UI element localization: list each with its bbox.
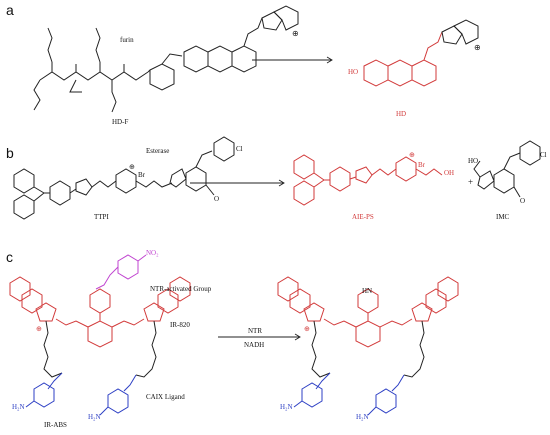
sulfonamide-right: H₂N [88,413,101,421]
svg-text:⊕: ⊕ [474,43,481,52]
panel-label-a: a [6,2,14,18]
panel-label-c: c [6,249,13,265]
chloro-atom-imc: Cl [540,151,547,159]
nitro-group: NO₂ [146,249,159,257]
methoxy-atom-ttpi: O [214,195,220,203]
product-name-aie-ps: AIE-PS [352,213,374,221]
reactant-name-ir-abs: IR-ABS [44,421,67,429]
hydroxyl-atom-aie-ps: OH [444,169,455,177]
svg-text:⊕: ⊕ [409,151,415,159]
cleavage-label-esterase: Esterase [146,147,170,155]
panel-b: b ⊕ Esterase Br Cl O TTPI [0,135,550,245]
panel-a: a ⊕ furin HD-F [0,0,550,135]
acid-hydroxyl-imc: HO [468,157,479,165]
panel-c: c ⊕ NO₂ NTR-activate [0,245,550,435]
ir-abs-structure: ⊕ [9,254,301,416]
sulfonamide-product-right: H₂N [356,413,369,421]
ttpi-structure: ⊕ [13,136,285,220]
hd-product-structure: ⊕ [363,19,481,87]
svg-text:⊕: ⊕ [36,325,42,333]
sulfonamide-product-left: H₂N [280,403,293,411]
plus-sign: + [468,177,474,187]
aie-ps-structure: ⊕ [293,151,443,206]
sulfonamide-left: H₂N [12,403,25,411]
chloro-atom-ttpi: Cl [236,145,243,153]
reactant-name-hd-f: HD-F [112,118,129,126]
reactant-name-ttpi: TTPI [94,213,109,221]
condition-nadh: NADH [244,341,265,349]
svg-text:⊕: ⊕ [304,325,310,333]
free-amine-label: HN [362,287,373,295]
condition-ntr: NTR [248,327,262,335]
bromide-counterion-ttpi: Br [138,171,145,179]
bromide-counterion-aie-ps: Br [418,161,425,169]
product-name-hd: HD [396,110,407,118]
ir-product-structure: ⊕ [277,276,459,416]
trigger-group-label: NTR-activated Group [150,285,212,293]
hd-hydroxyl-atom: HO [348,68,359,76]
imc-structure [473,140,541,198]
targeting-ligand-label: CAIX Ligand [146,393,185,401]
dye-core-label: IR-820 [170,321,190,329]
panel-label-b: b [6,145,14,161]
svg-text:⊕: ⊕ [292,29,299,38]
methoxy-atom-imc: O [520,197,526,205]
cleavage-label-furin: furin [120,36,134,44]
side-product-name-imc: IMC [496,213,510,221]
svg-text:⊕: ⊕ [129,163,135,171]
hd-f-structure: ⊕ [33,5,333,113]
